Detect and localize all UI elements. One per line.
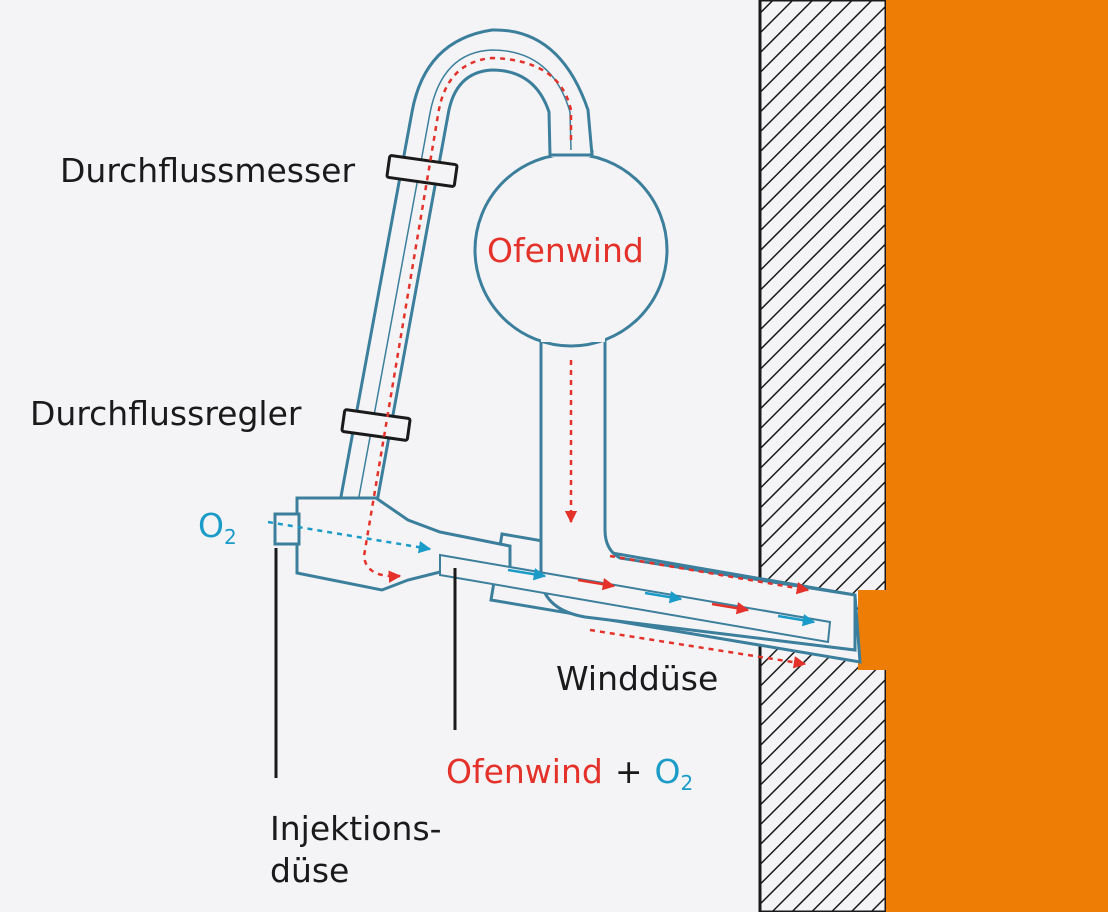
mix-flow-arrows: [507, 568, 816, 627]
furnace-wall: [758, 0, 888, 912]
oxygen-flow: [267, 520, 432, 554]
blast-down-pipe: [539, 334, 857, 652]
label-injection-nozzle-line2: düse: [270, 851, 349, 890]
label-flow-meter: Durchflussmesser: [60, 151, 355, 190]
oxygen-inlet: [273, 512, 301, 546]
label-hot-blast: Ofenwind: [487, 231, 644, 270]
bypass-pipe: [338, 28, 594, 504]
hot-blast-flow: [362, 56, 810, 669]
label-tuyere: Winddüse: [556, 659, 718, 698]
flow-regulator-ring: [340, 408, 412, 442]
furnace-interior: [858, 0, 1108, 912]
label-flow-regulator: Durchflussregler: [30, 394, 302, 433]
label-mix: Ofenwind+O2: [446, 752, 693, 795]
flow-meter-ring: [385, 154, 459, 188]
label-injection-nozzle-line1: Injektions-: [270, 809, 442, 848]
label-oxygen: O2: [198, 506, 237, 549]
